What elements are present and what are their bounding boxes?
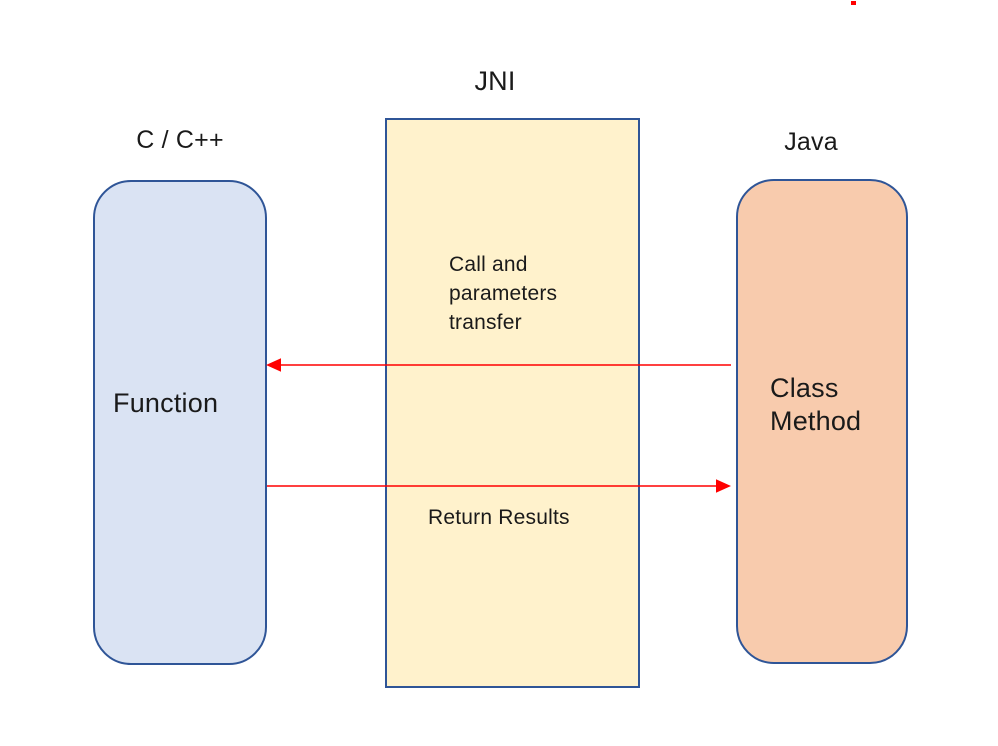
call-parameters-line1: Call and [449,253,528,276]
function-box: Function [93,180,267,665]
left-column-label: C / C++ [136,126,224,154]
class-method-line1: Class [770,373,839,403]
call-parameters-line2: parameters [449,282,558,305]
right-column-label: Java [784,128,838,156]
return-arrowhead-right-icon [716,479,731,493]
class-method-box: Class Method [736,179,908,664]
call-parameters-label: Call and parameters transfer [449,250,557,337]
red-artifact-mark [851,1,856,5]
class-method-label: Class Method [770,372,861,438]
jni-box: Call and parameters transfer Return Resu… [385,118,640,688]
call-parameters-line3: transfer [449,311,522,334]
return-results-label: Return Results [428,506,570,529]
call-arrowhead-left-icon [266,358,281,372]
function-label: Function [113,388,219,418]
diagram-title: JNI [474,66,516,96]
class-method-line2: Method [770,406,862,436]
